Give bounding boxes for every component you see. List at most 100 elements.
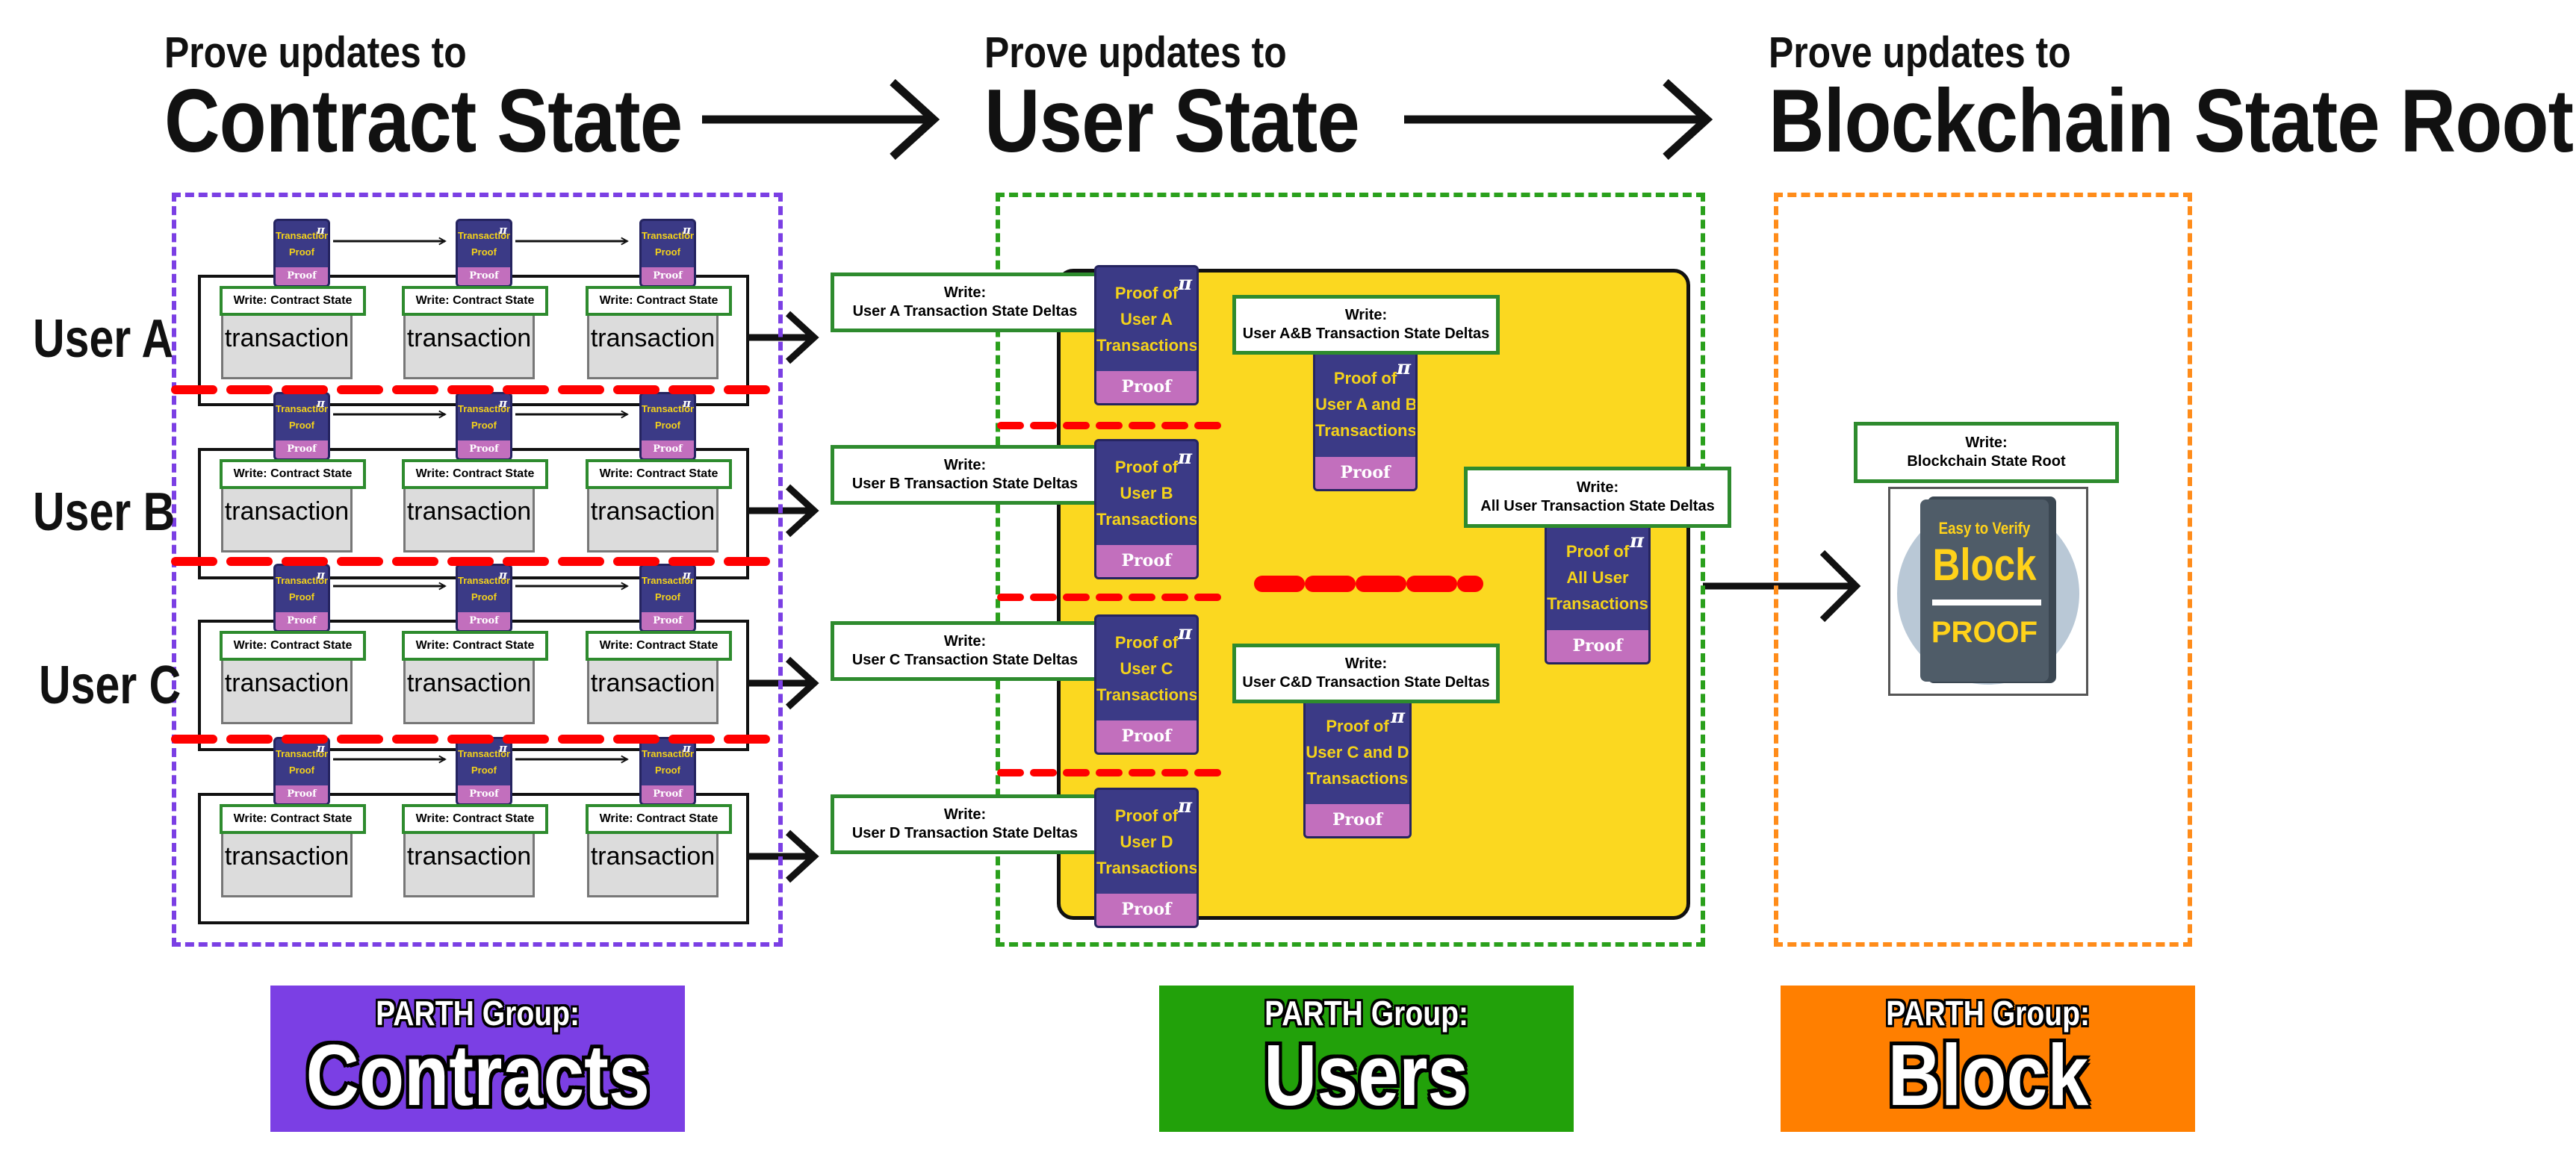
proof-footer: Proof — [642, 267, 694, 285]
group-label-small: PARTH Group: — [1264, 994, 1468, 1033]
proof-line: Proof of — [1114, 283, 1179, 302]
write-contract-state: Write: Contract State — [586, 631, 732, 661]
proof-line: User C and D — [1306, 742, 1409, 762]
heading-small-1: Prove updates to — [164, 28, 467, 77]
user-label-c: User C — [39, 656, 181, 715]
proof-line: User A and B — [1315, 394, 1418, 414]
proof-line: Transaction — [642, 574, 696, 586]
proof-line: Transactions — [1315, 421, 1417, 440]
write-target: All User Transaction State Deltas — [1480, 498, 1715, 514]
write-target: User A Transaction State Deltas — [852, 303, 1078, 320]
write-contract-state: Write: Contract State — [220, 804, 366, 834]
write-label: Write: — [943, 806, 987, 823]
group-label-contracts: PARTH Group: Contracts — [270, 986, 685, 1132]
proof-line: Transaction — [458, 574, 512, 586]
pi-icon: π — [499, 396, 507, 410]
proof-line: Proof of — [1114, 806, 1179, 825]
proof-card-all-users: π Proof of All User Transactions Proof — [1545, 523, 1651, 664]
write-users-c-d-deltas: Write: User C&D Transaction State Deltas — [1232, 644, 1500, 703]
group-label-big: Block — [1887, 1027, 2088, 1124]
proof-line: Proof — [471, 246, 497, 258]
proof-line: User C — [1120, 659, 1173, 678]
write-contract-state: Write: Contract State — [402, 804, 548, 834]
proof-line: Transactions — [1096, 685, 1198, 704]
pi-icon: π — [499, 741, 507, 755]
block-proof-frame: Easy to Verify Block PROOF — [1888, 487, 2088, 696]
proof-line: Transaction — [458, 229, 512, 241]
proof-line: Proof — [289, 246, 314, 258]
proof-line: Transaction — [276, 574, 330, 586]
proof-line: Transaction — [276, 402, 330, 414]
proof-footer: Proof — [1315, 456, 1415, 489]
pi-icon: π — [1629, 530, 1644, 552]
proof-footer: Proof — [458, 611, 510, 630]
proof-footer: Proof — [1096, 370, 1197, 403]
pi-icon: π — [317, 741, 325, 755]
write-user-b-deltas: Write: User B Transaction State Deltas — [831, 445, 1099, 505]
heading-blockchain-state-root: Prove updates to Blockchain State Root — [1769, 31, 2576, 166]
proof-line: Proof of — [1326, 716, 1389, 735]
write-target: User C&D Transaction State Deltas — [1242, 674, 1490, 691]
proof-line: Transaction — [642, 747, 696, 759]
pi-icon: π — [1390, 706, 1405, 728]
write-contract-state: Write: Contract State — [402, 459, 548, 489]
heading-arrow-2 — [1404, 78, 1713, 161]
proof-line: Proof — [655, 764, 680, 776]
proof-footer: Proof — [1096, 720, 1197, 753]
users-to-block-arrow — [1703, 550, 1861, 623]
proof-card-user-a: π Proof of User A Transactions Proof — [1094, 265, 1199, 405]
write-label: Write: — [1576, 479, 1619, 496]
proof-line: Proof — [655, 591, 680, 603]
proof-line: Proof — [471, 419, 497, 431]
proof-line: Transaction — [642, 402, 696, 414]
write-users-a-b-deltas: Write: User A&B Transaction State Deltas — [1232, 295, 1500, 355]
heading-small-3: Prove updates to — [1769, 28, 2071, 77]
proof-line: Proof — [289, 591, 314, 603]
block-proof-badge-icon — [1897, 496, 2079, 685]
write-contract-state: Write: Contract State — [220, 459, 366, 489]
heading-contract-state: Prove updates to Contract State — [164, 31, 766, 166]
block-group-border — [1774, 193, 2192, 947]
heading-big-3: Blockchain State Root — [1769, 71, 2574, 171]
proof-footer: Proof — [458, 267, 510, 285]
pi-icon: π — [499, 223, 507, 237]
proof-line: User D — [1120, 832, 1173, 851]
heading-small-2: Prove updates to — [984, 28, 1287, 77]
proof-line: User B — [1120, 483, 1173, 502]
proof-line: Proof of — [1565, 541, 1630, 561]
write-target: User A&B Transaction State Deltas — [1242, 326, 1490, 342]
proof-line: Transaction — [458, 747, 512, 759]
pi-icon: π — [317, 223, 325, 237]
proof-card-user-b: π Proof of User B Transactions Proof — [1094, 439, 1199, 579]
pi-icon: π — [683, 223, 691, 237]
group-label-block: PARTH Group: Block — [1781, 986, 2195, 1132]
write-contract-state: Write: Contract State — [220, 286, 366, 316]
proof-line: Proof of — [1114, 632, 1179, 652]
proof-card-user-d: π Proof of User D Transactions Proof — [1094, 788, 1199, 928]
proof-line: Transactions — [1306, 769, 1409, 788]
proof-footer: Proof — [642, 440, 694, 458]
users-group-border — [996, 193, 1705, 947]
group-label-big: Contracts — [305, 1027, 650, 1124]
contracts-group-border — [172, 193, 783, 947]
write-all-user-deltas: Write: All User Transaction State Deltas — [1464, 467, 1731, 528]
write-contract-state: Write: Contract State — [586, 459, 732, 489]
pi-icon: π — [1177, 446, 1192, 469]
proof-footer: Proof — [276, 785, 328, 803]
proof-line: User A — [1120, 309, 1173, 329]
proof-footer: Proof — [1096, 893, 1197, 926]
group-label-small: PARTH Group: — [1886, 994, 2090, 1033]
heading-big-2: User State — [984, 71, 1360, 171]
proof-line: Proof — [655, 246, 680, 258]
write-contract-state: Write: Contract State — [402, 286, 548, 316]
write-contract-state: Write: Contract State — [586, 804, 732, 834]
proof-footer: Proof — [1096, 544, 1197, 577]
